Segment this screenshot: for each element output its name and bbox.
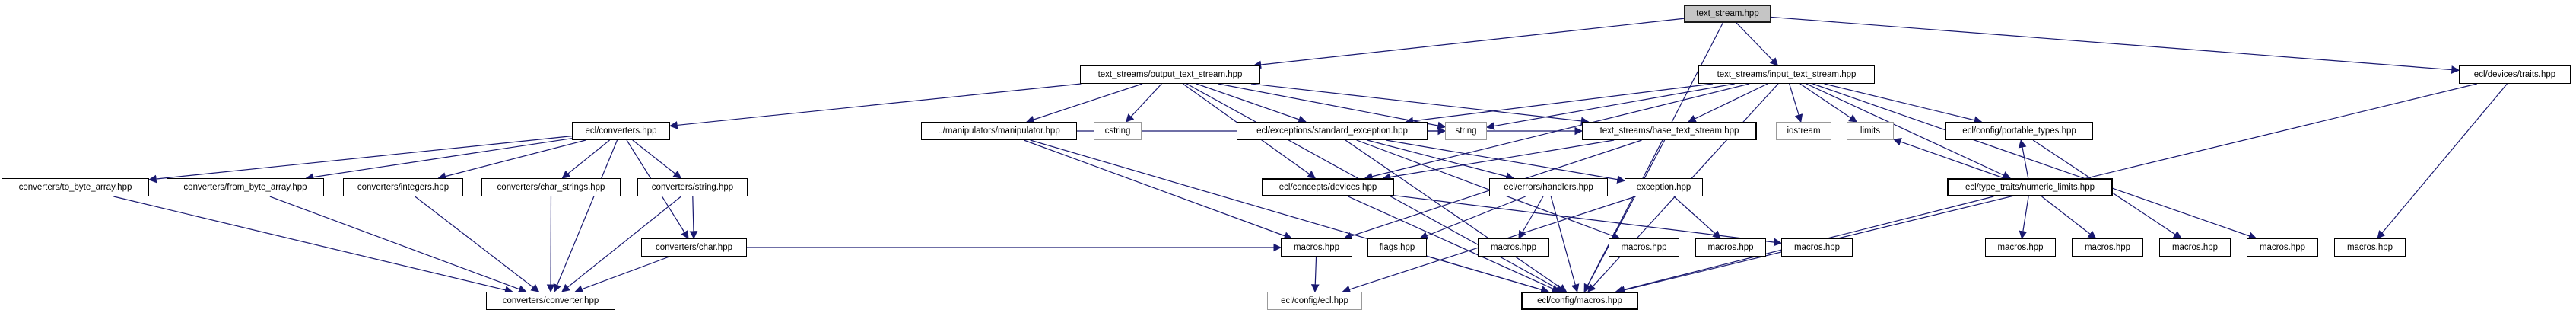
include-edge-C-V [1806, 83, 2012, 179]
include-edge-C-L [1799, 83, 1858, 123]
include-edge-A-C [1736, 22, 1779, 66]
graph-node-converters-char-strings-hpp[interactable]: converters/char_strings.hpp [481, 178, 621, 196]
include-edge-C-M [1824, 83, 1983, 124]
graph-node-macros-hpp[interactable]: macros.hpp [1281, 238, 1352, 257]
include-edge-A-B [1253, 18, 1685, 69]
include-edge-V-L [1892, 138, 2005, 179]
include-edge-A-D [1771, 16, 2460, 74]
include-edge-C-I [1485, 83, 1735, 130]
graph-node-limits: limits [1847, 122, 1894, 140]
graph-node-macros-hpp[interactable]: macros.hpp [2247, 238, 2318, 257]
graph-node-text-stream-hpp: text_stream.hpp [1684, 5, 1771, 23]
include-edge-E-P [437, 139, 586, 180]
include-edge-T-fl [1419, 196, 1526, 240]
include-edge-H-U [1386, 139, 1626, 184]
include-edge-V-m7 [2041, 196, 2097, 239]
graph-node-macros-hpp[interactable]: macros.hpp [1781, 238, 1853, 257]
graph-node-ecl-converters-hpp[interactable]: ecl/converters.hpp [572, 122, 670, 140]
graph-node-text-streams-output-text-stream-hpp[interactable]: text_streams/output_text_stream.hpp [1080, 65, 1260, 84]
graph-node-converters-to-byte-array-hpp[interactable]: converters/to_byte_array.hpp [2, 178, 149, 196]
graph-node-converters-converter-hpp[interactable]: converters/converter.hpp [486, 292, 615, 310]
include-edge-m1-Y [1310, 256, 1320, 293]
include-edge-J-Z [1583, 139, 1666, 292]
graph-node-text-streams-input-text-stream-hpp[interactable]: text_streams/input_text_stream.hpp [1698, 65, 1875, 84]
graph-node-cstring: cstring [1094, 122, 1142, 140]
include-edge-B-F [1025, 83, 1143, 124]
edge-group [113, 16, 2508, 294]
include-edge-E-O [305, 138, 573, 181]
graph-node-macros-hpp[interactable]: macros.hpp [1609, 238, 1679, 257]
graph-node-text-streams-base-text-stream-hpp[interactable]: text_streams/base_text_stream.hpp [1582, 122, 1757, 140]
include-edge-E-N [148, 136, 573, 184]
include-edge-V-M [2018, 139, 2029, 179]
graph-node-ecl-concepts-devices-hpp[interactable]: ecl/concepts/devices.hpp [1262, 178, 1394, 196]
graph-node-ecl-errors-handlers-hpp[interactable]: ecl/errors/handlers.hpp [1489, 178, 1608, 196]
include-edge-B-J [1250, 83, 1590, 126]
include-edge-E-Q [561, 139, 610, 179]
include-edge-J-S [1382, 139, 1615, 181]
graph-node-macros-hpp[interactable]: macros.hpp [1985, 238, 2056, 257]
graph-node-iostream: iostream [1776, 122, 1831, 140]
include-edge-B-E [669, 83, 1082, 129]
graph-node-ecl-config-portable-types-hpp[interactable]: ecl/config/portable_types.hpp [1945, 122, 2093, 140]
include-edge-fl-Z [1426, 255, 1549, 294]
include-edge-B-I [1218, 83, 1447, 130]
graph-node-ecl-config-ecl-hpp: ecl/config/ecl.hpp [1267, 292, 1362, 310]
include-edge-E-X [553, 139, 618, 292]
include-edge-W-X [574, 256, 670, 293]
include-edge-S-m5 [1393, 195, 1783, 247]
include-edge-B-G [1125, 83, 1162, 123]
include-edge-R-W [689, 196, 698, 240]
include-edge-E-R [632, 139, 682, 179]
graph-node-ecl-type-traits-numeric-limits-hpp[interactable]: ecl/type_traits/numeric_limits.hpp [1947, 178, 2113, 196]
graph-node-string: string [1445, 122, 1487, 140]
include-edge-V-m6 [2019, 196, 2029, 240]
graph-node-macros-hpp[interactable]: macros.hpp [1695, 238, 1766, 257]
graph-node-converters-from-byte-array-hpp[interactable]: converters/from_byte_array.hpp [167, 178, 324, 196]
graph-node-macros-hpp[interactable]: macros.hpp [1478, 238, 1549, 257]
include-edge-H-T [1367, 139, 1514, 180]
graph-node-manipulators-manipulator-hpp[interactable]: ../manipulators/manipulator.hpp [921, 122, 1077, 140]
include-edge-T-m2 [1518, 196, 1544, 239]
graph-node-macros-hpp[interactable]: macros.hpp [2334, 238, 2406, 257]
include-edge-H-Z [1345, 139, 1568, 292]
graph-node-ecl-devices-traits-hpp[interactable]: ecl/devices/traits.hpp [2459, 65, 2571, 84]
include-edge-C-K [1789, 83, 1803, 123]
graph-node-macros-hpp[interactable]: macros.hpp [2159, 238, 2231, 257]
graph-node-converters-char-hpp[interactable]: converters/char.hpp [641, 238, 747, 257]
graph-node-macros-hpp[interactable]: macros.hpp [2072, 238, 2143, 257]
graph-node-ecl-exceptions-standard-exception-hpp[interactable]: ecl/exceptions/standard_exception.hpp [1237, 122, 1428, 140]
include-edge-S-Z [1348, 196, 1561, 292]
include-edge-C-J [1687, 83, 1768, 123]
graph-node-converters-string-hpp[interactable]: converters/string.hpp [637, 178, 748, 196]
include-edge-R-X [561, 196, 681, 292]
include-edge-H-m3 [1356, 139, 1621, 240]
include-edge-T-Z [1550, 196, 1580, 293]
graph-node-flags-hpp[interactable]: flags.hpp [1367, 238, 1427, 257]
graph-node-ecl-config-macros-hpp[interactable]: ecl/config/macros.hpp [1521, 292, 1638, 310]
include-edge-B-H [1196, 83, 1307, 123]
graph-node-converters-integers-hpp[interactable]: converters/integers.hpp [343, 178, 463, 196]
graph-node-exception-hpp[interactable]: exception.hpp [1625, 178, 1703, 196]
include-edge-C-m9 [1812, 83, 2257, 240]
include-edge-U-m4 [1673, 196, 1721, 239]
include-edge-F-m1 [1024, 139, 1293, 240]
include-edge-D-m10 [2377, 83, 2508, 239]
include-edge-N-X [113, 196, 513, 294]
include-edge-C-H [1405, 83, 1714, 126]
include-edge-O-X [269, 196, 527, 293]
include-edge-P-X [415, 196, 540, 292]
